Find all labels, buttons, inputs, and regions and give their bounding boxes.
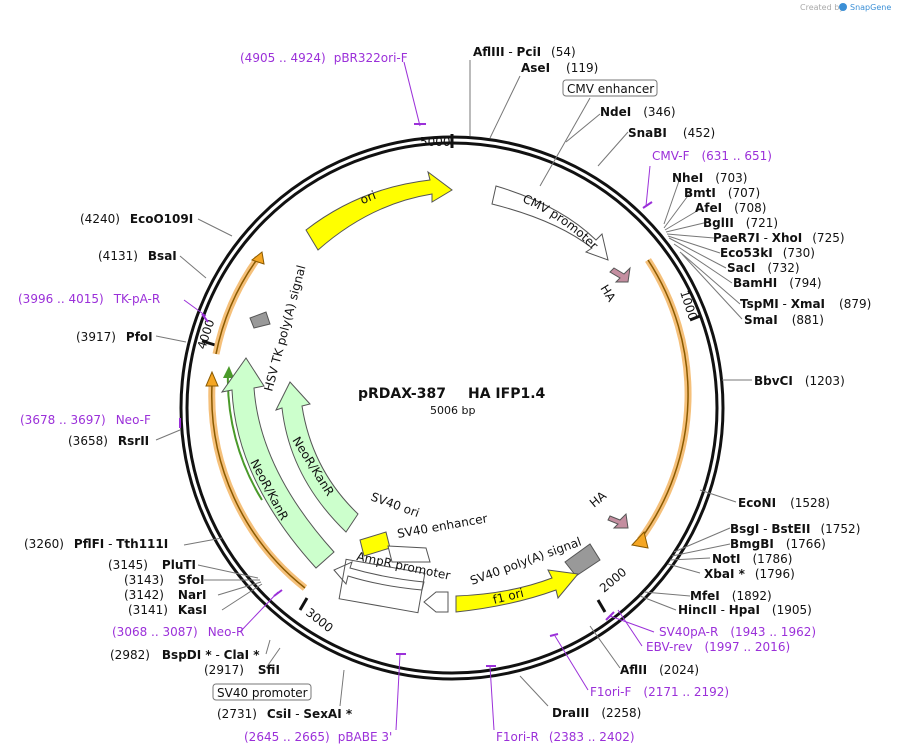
feature-ori[interactable] <box>305 170 453 251</box>
enzyme-bmti: BmtI(707) <box>684 186 760 200</box>
tick-4000 <box>201 339 216 347</box>
feature-ha-bottom[interactable] <box>607 512 629 529</box>
enzyme-econi: EcoNI(1528) <box>738 496 830 510</box>
primer-pbabe: (2645 .. 2665)pBABE 3' <box>244 730 392 744</box>
enzyme-afliii: AflIII - PciI(54) <box>473 45 576 59</box>
enzyme-sfoi: (3143)SfoI <box>124 573 204 587</box>
feature-neor-inner[interactable] <box>275 381 359 533</box>
feature-neor-outer[interactable] <box>220 357 335 569</box>
enzyme-bamhi: BamHI(794) <box>733 276 822 290</box>
enzyme-afei: AfeI(708) <box>695 201 766 215</box>
enzyme-pfoi: (3917)PfoI <box>76 330 153 344</box>
plasmid-size: 5006 bp <box>430 404 475 417</box>
feature-small-arrow-icon <box>423 591 449 613</box>
enzyme-hincii: HincII - HpaI(1905) <box>678 603 812 617</box>
enzyme-nhei: NheI(703) <box>672 171 747 185</box>
feature-ampr-box <box>338 558 426 614</box>
tick-3000 <box>298 597 309 611</box>
enzyme-saci: SacI(732) <box>727 261 800 275</box>
feature-sv40-polya[interactable] <box>564 543 601 577</box>
feature-ori-label: ori <box>358 188 378 207</box>
enzyme-aflii: AflII(2024) <box>620 663 699 677</box>
enzyme-bbvci: BbvCI(1203) <box>754 374 845 388</box>
primer-f1orif: F1ori-F(2171 .. 2192) <box>590 685 729 699</box>
feature-f1-ori[interactable] <box>455 569 579 613</box>
enzyme-tspmi: TspMI - XmaI(879) <box>740 297 871 311</box>
enzyme-bspdi: (2982)BspDI * - ClaI * <box>110 648 260 662</box>
watermark-text: Created by <box>800 3 844 12</box>
tick-1000 <box>689 314 701 322</box>
orf-right-line <box>639 259 689 541</box>
orf-green-arrow-icon <box>223 366 234 378</box>
enzyme-kasi: (3141)KasI <box>128 603 207 617</box>
enzyme-csii: (2731)CsiI - SexAI * <box>217 707 353 721</box>
feature-cmv-promoter[interactable] <box>491 185 609 261</box>
feature-hsv-tk-label: HSV TK poly(A) signal <box>261 264 308 393</box>
enzyme-snabi: SnaBI(452) <box>628 126 715 140</box>
enzyme-draiii: DraIII(2258) <box>552 706 641 720</box>
cmv-enhancer-box <box>562 79 658 97</box>
enzyme-nari: (3142)NarI <box>124 588 206 602</box>
enzyme-labels-right: AflIII - PciI(54) AseI(119) NdeI(346) Sn… <box>473 45 871 720</box>
primer-tkpa: (3996 .. 4015)TK-pA-R <box>18 292 160 306</box>
enzyme-bsai: (4131)BsaI <box>98 249 177 263</box>
primer-ebv: EBV-rev(1997 .. 2016) <box>646 640 790 654</box>
orf-left-upper <box>212 255 261 355</box>
feature-hsv-tk-polya[interactable] <box>249 311 271 329</box>
enzyme-pflfi: (3260)PflFI - Tth111I <box>24 537 168 551</box>
feature-ha-top-label: HA <box>597 282 618 305</box>
feature-sv40-enhancer[interactable] <box>387 545 431 563</box>
enzyme-eco0109i: (4240)EcoO109I <box>80 212 193 226</box>
enzyme-bsgi: BsgI - BstEII(1752) <box>730 522 860 536</box>
snapgene-logo-icon <box>839 3 847 11</box>
ruler-2000: 2000 <box>597 565 629 595</box>
primer-labels: (4905 .. 4924)pBR322ori-F CMV-F(631 .. 6… <box>18 51 816 744</box>
orf-left-upper-arrow-icon <box>250 251 265 265</box>
feature-ha-bottom-label: HA <box>587 488 610 510</box>
orf-left-lower-line <box>211 384 306 589</box>
enzyme-smai: SmaI(881) <box>744 313 824 327</box>
primer-leaders <box>179 61 655 731</box>
orf-right-arrow-icon <box>631 530 649 549</box>
enzyme-xbai: XbaI *(1796) <box>704 567 795 581</box>
feature-ampr-promoter[interactable] <box>333 561 425 591</box>
enzyme-mfei: MfeI(1892) <box>690 589 772 603</box>
enzyme-asei: AseI(119) <box>521 61 598 75</box>
orf-left-upper-line <box>215 257 259 355</box>
ruler-5000: 5000 <box>420 135 451 149</box>
tick-2000 <box>596 599 607 613</box>
enzyme-bmgbi: BmgBI(1766) <box>730 537 826 551</box>
enzyme-sfii: (2917)SfiI <box>204 663 280 677</box>
primer-neof: (3678 .. 3697)Neo-F <box>20 413 151 427</box>
primer-f1orir: F1ori-R(2383 .. 2402) <box>496 730 635 744</box>
feature-sv40-ori-label: SV40 ori <box>369 490 421 520</box>
sv40-promoter-label: SV40 promoter <box>217 686 308 700</box>
plasmid-name: pRDAX-387 <box>358 386 446 402</box>
enzyme-rsrii: (3658)RsrII <box>68 434 149 448</box>
enzyme-leaders <box>155 60 752 707</box>
primer-neor: (3068 .. 3087)Neo-R <box>112 625 244 639</box>
enzyme-eco53ki: Eco53kI(730) <box>720 246 815 260</box>
feature-cmv-promoter-label: CMV promoter <box>521 192 601 253</box>
orf-left-lower-arrow-icon <box>205 370 219 387</box>
primer-cmvf: CMV-F(631 .. 651) <box>652 149 772 163</box>
primer-pbr322: (4905 .. 4924)pBR322ori-F <box>240 51 408 65</box>
enzyme-noti: NotI(1786) <box>712 552 792 566</box>
feature-ha-top[interactable] <box>609 266 631 283</box>
primer-sv40pa: SV40pA-R(1943 .. 1962) <box>659 625 816 639</box>
enzyme-pluti: (3145)PluTI <box>108 558 196 572</box>
cmv-enhancer-label: CMV enhancer <box>567 82 654 96</box>
plasmid-insert: HA IFP1.4 <box>468 386 546 402</box>
enzyme-labels-left: (2731)CsiI - SexAI * (2917)SfiI (2982)Bs… <box>24 212 353 721</box>
brand-text: SnapGene <box>850 3 891 12</box>
enzyme-bglii: BglII(721) <box>703 216 778 230</box>
enzyme-ndei: NdeI(346) <box>600 105 676 119</box>
enzyme-paer7i: PaeR7I - XhoI(725) <box>713 231 845 245</box>
sv40-promoter-box <box>212 683 312 701</box>
